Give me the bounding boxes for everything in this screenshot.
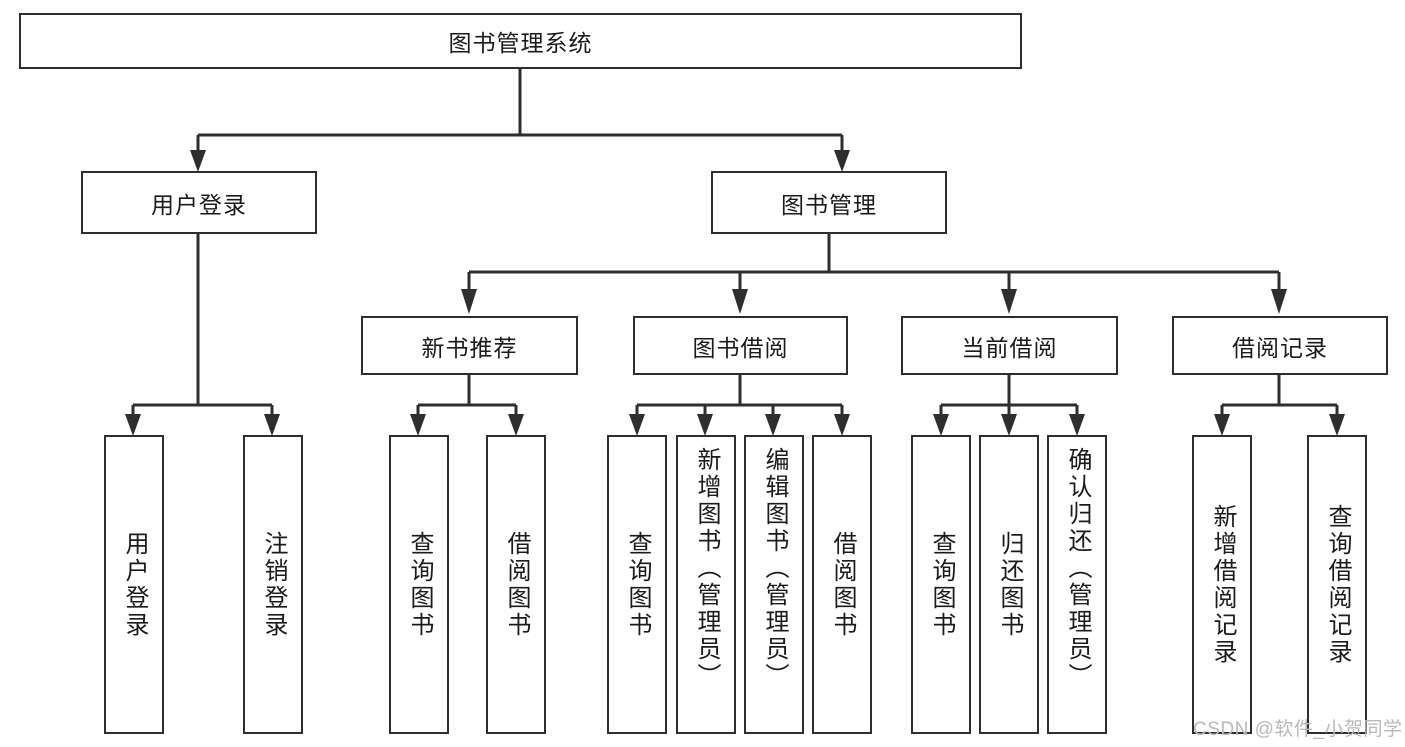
node-user-login[interactable]: 用户登录 xyxy=(81,171,317,234)
leaf-return-book-label: 归还图书 xyxy=(996,530,1023,639)
watermark-text: CSDN @软件_小贺同学 xyxy=(1193,719,1403,740)
node-borrow-record[interactable]: 借阅记录 xyxy=(1172,316,1388,375)
leaf-user-logout-label: 注销登录 xyxy=(260,530,287,639)
leaf-return-book[interactable]: 归还图书 xyxy=(979,435,1039,734)
node-current-borrow-label: 当前借阅 xyxy=(961,334,1058,361)
node-borrow-record-label: 借阅记录 xyxy=(1232,334,1328,361)
node-book-management[interactable]: 图书管理 xyxy=(711,171,947,234)
leaf-add-borrow-record[interactable]: 新增借阅记录 xyxy=(1192,435,1252,734)
leaf-query-borrow-record[interactable]: 查询借阅记录 xyxy=(1307,435,1367,734)
leaf-add-borrow-record-label: 新增借阅记录 xyxy=(1209,503,1236,666)
node-root-label: 图书管理系统 xyxy=(448,30,593,56)
leaf-borrow-book[interactable]: 借阅图书 xyxy=(812,435,872,734)
leaf-borrow-book-recommend[interactable]: 借阅图书 xyxy=(486,435,546,734)
leaf-borrow-book-label: 借阅图书 xyxy=(829,530,856,639)
leaf-query-book-recommend-label: 查询图书 xyxy=(406,530,433,639)
leaf-query-book-current-label: 查询图书 xyxy=(928,530,955,639)
leaf-user-login-label: 用户登录 xyxy=(121,530,148,639)
node-user-login-label: 用户登录 xyxy=(151,191,247,218)
leaf-user-login[interactable]: 用户登录 xyxy=(104,435,164,734)
node-book-borrow[interactable]: 图书借阅 xyxy=(633,316,848,375)
leaf-user-logout[interactable]: 注销登录 xyxy=(243,435,303,734)
leaf-query-borrow-record-label: 查询借阅记录 xyxy=(1324,503,1351,666)
node-book-management-label: 图书管理 xyxy=(781,191,877,218)
node-new-book-recommend-label: 新书推荐 xyxy=(421,334,518,361)
node-book-borrow-label: 图书借阅 xyxy=(692,334,789,361)
leaf-confirm-return-admin[interactable]: 确认归还（管理员） xyxy=(1047,435,1107,734)
leaf-query-book-label: 查询图书 xyxy=(624,530,651,639)
node-current-borrow[interactable]: 当前借阅 xyxy=(901,316,1118,375)
leaf-query-book-current[interactable]: 查询图书 xyxy=(911,435,971,734)
leaf-query-book-recommend[interactable]: 查询图书 xyxy=(389,435,449,734)
leaf-query-book[interactable]: 查询图书 xyxy=(607,435,667,734)
leaf-add-book-admin[interactable]: 新增图书（管理员） xyxy=(676,435,736,734)
leaf-confirm-return-admin-label: 确认归还（管理员） xyxy=(1064,447,1091,690)
node-root[interactable]: 图书管理系统 xyxy=(19,13,1022,69)
leaf-add-book-admin-label: 新增图书（管理员） xyxy=(693,447,720,690)
leaf-borrow-book-recommend-label: 借阅图书 xyxy=(503,530,530,639)
node-new-book-recommend[interactable]: 新书推荐 xyxy=(361,316,578,375)
leaf-edit-book-admin[interactable]: 编辑图书（管理员） xyxy=(744,435,804,734)
leaf-edit-book-admin-label: 编辑图书（管理员） xyxy=(761,447,788,690)
